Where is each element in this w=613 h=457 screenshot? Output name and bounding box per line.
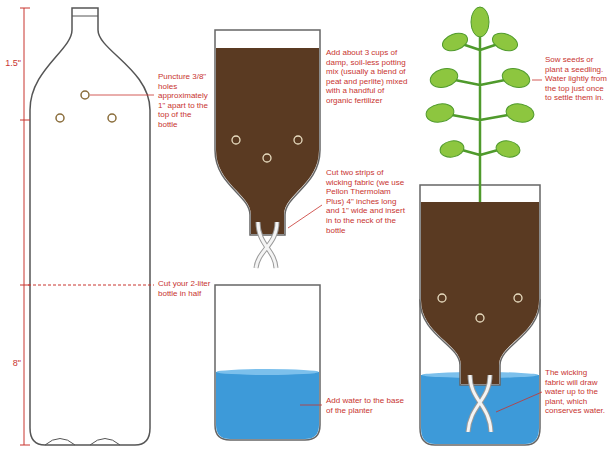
- planter-top: [420, 185, 540, 432]
- callout-text: Sow seeds or plant a seedling. Water lig…: [545, 55, 609, 103]
- plant: [425, 7, 536, 202]
- dimension-label: 1.5": [2, 58, 21, 69]
- dimension-label: 8": [2, 358, 21, 369]
- dimension-line: [20, 8, 30, 445]
- leader-line: [496, 392, 542, 412]
- reservoir: [215, 285, 320, 440]
- callout-text: Cut your 2-liter bottle in half: [158, 279, 212, 298]
- callout-text: Cut two strips of wicking fabric (we use…: [326, 168, 408, 235]
- leader-line: [90, 95, 154, 96]
- callout-text: The wicking fabric will draw water up to…: [545, 368, 609, 416]
- planter-top: [215, 30, 320, 268]
- callout-text: Add about 3 cups of damp, soil-less pott…: [326, 48, 408, 106]
- bottle: [30, 8, 150, 445]
- cut-line: [28, 285, 154, 286]
- callout-text: Add water to the base of the planter: [326, 396, 406, 415]
- callout-text: Puncture 3/8" holes approximately 1" apa…: [158, 72, 212, 130]
- leader-line: [532, 80, 542, 81]
- leader-line: [288, 205, 322, 228]
- leader-line: [300, 405, 322, 406]
